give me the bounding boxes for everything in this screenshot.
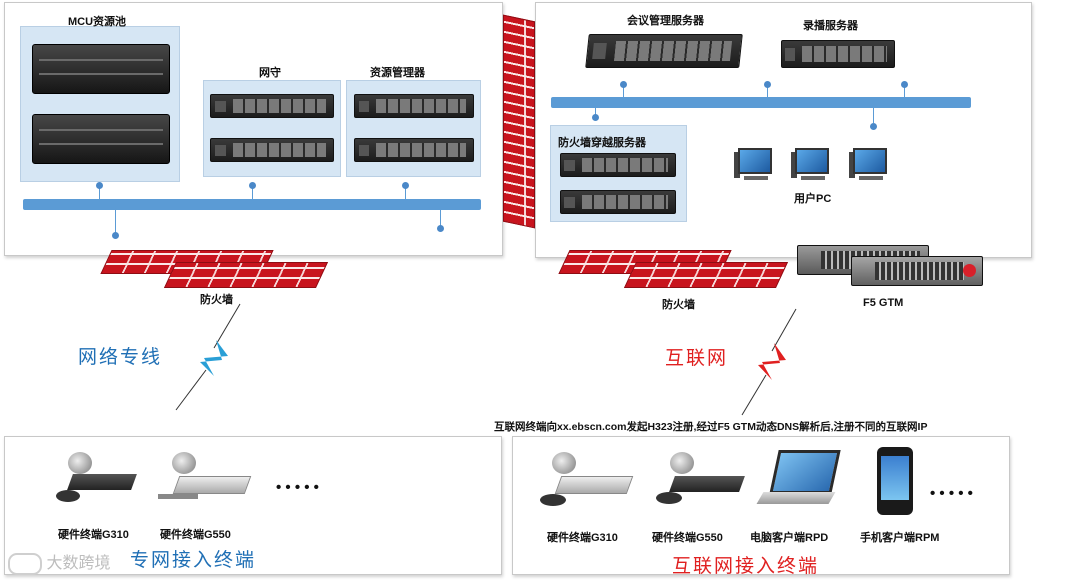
- left-terminal1-label: 硬件终端G310: [58, 529, 129, 541]
- bus-node: [402, 182, 409, 189]
- bus-node: [96, 182, 103, 189]
- resource-manager-server-1: [354, 94, 474, 118]
- user-pc-icon: [791, 148, 831, 182]
- watermark-text: 大数跨境: [46, 555, 111, 572]
- firewall-traversal-label: 防火墙穿越服务器: [558, 137, 646, 149]
- firewall-traversal-server-1: [560, 153, 676, 177]
- left-network-bus: [23, 199, 481, 210]
- internet-terminals-title: 互联网接入终端: [672, 555, 820, 577]
- pc-client-label: 电脑客户端RPD: [750, 532, 829, 544]
- bus-node: [901, 81, 908, 88]
- right-terminal1-label: 硬件终端G310: [547, 532, 618, 544]
- bus-link: [405, 186, 406, 200]
- f5-gtm-label: F5 GTM: [863, 297, 904, 309]
- bus-link: [440, 210, 441, 227]
- right-firewall-label: 防火墙: [662, 299, 695, 311]
- bus-link: [767, 85, 768, 98]
- left-firewall-label: 防火墙: [200, 294, 233, 306]
- bus-link: [99, 186, 100, 200]
- bus-link: [904, 85, 905, 98]
- mcu-pool-label: MCU资源池: [68, 16, 127, 28]
- gatekeeper-server-2: [210, 138, 334, 162]
- private-line-label: 网络专线: [78, 346, 163, 368]
- bus-node: [592, 114, 599, 121]
- mobile-client-label: 手机客户端RPM: [860, 532, 940, 544]
- gatekeeper-server-1: [210, 94, 334, 118]
- left-terminal2-label: 硬件终端G550: [160, 529, 231, 541]
- user-pc-icon: [734, 148, 774, 182]
- bus-node: [249, 182, 256, 189]
- bus-link: [115, 210, 116, 234]
- recording-server: [781, 40, 895, 68]
- internet-registration-note: 互联网终端向xx.ebscn.com发起H323注册,经过F5 GTM动态DNS…: [494, 421, 928, 433]
- gatekeeper-label: 网守: [259, 67, 281, 79]
- right-firewall-front: [623, 262, 789, 288]
- hardware-terminal-g310-icon: [540, 452, 634, 508]
- mcu-unit-2: [32, 114, 170, 164]
- right-terminal2-label: 硬件终端G550: [652, 532, 723, 544]
- resource-manager-server-2: [354, 138, 474, 162]
- f5-gtm-device-front: [851, 256, 983, 286]
- right-network-bus: [551, 97, 971, 108]
- watermark: 大数跨境: [8, 549, 110, 575]
- center-firewall: [503, 14, 535, 229]
- conference-mgmt-server: [585, 34, 743, 68]
- internet-lightning-icon: [741, 308, 797, 416]
- private-line-lightning-icon: [175, 303, 241, 411]
- private-terminals-title: 专网接入终端: [130, 549, 257, 571]
- mcu-unit-1: [32, 44, 170, 94]
- recording-server-label: 录播服务器: [803, 20, 858, 32]
- hardware-terminal-g310-icon: [56, 452, 138, 508]
- right-ellipsis: • • • • •: [930, 485, 973, 502]
- laptop-icon: [756, 450, 841, 510]
- internet-label: 互联网: [665, 347, 729, 369]
- bus-link: [252, 186, 253, 200]
- bus-link: [873, 108, 874, 123]
- firewall-traversal-server-2: [560, 190, 676, 214]
- bus-node: [764, 81, 771, 88]
- bus-link: [595, 108, 596, 118]
- user-pc-icon: [849, 148, 889, 182]
- bus-node: [112, 232, 119, 239]
- user-pc-label: 用户PC: [794, 193, 832, 205]
- hardware-terminal-g550-icon: [656, 452, 746, 508]
- bus-node: [620, 81, 627, 88]
- hardware-terminal-g550-icon: [158, 452, 252, 510]
- f5-logo-icon: [963, 264, 976, 277]
- left-firewall-front: [163, 262, 329, 288]
- bus-link: [623, 85, 624, 98]
- left-ellipsis: • • • • •: [276, 479, 319, 496]
- smartphone-icon: [877, 447, 913, 515]
- watermark-logo-icon: [8, 552, 42, 575]
- bus-node: [870, 123, 877, 130]
- resource-manager-label: 资源管理器: [370, 67, 425, 79]
- internet-terminals-panel: [512, 436, 1010, 575]
- bus-node: [437, 225, 444, 232]
- conference-mgmt-label: 会议管理服务器: [627, 15, 704, 27]
